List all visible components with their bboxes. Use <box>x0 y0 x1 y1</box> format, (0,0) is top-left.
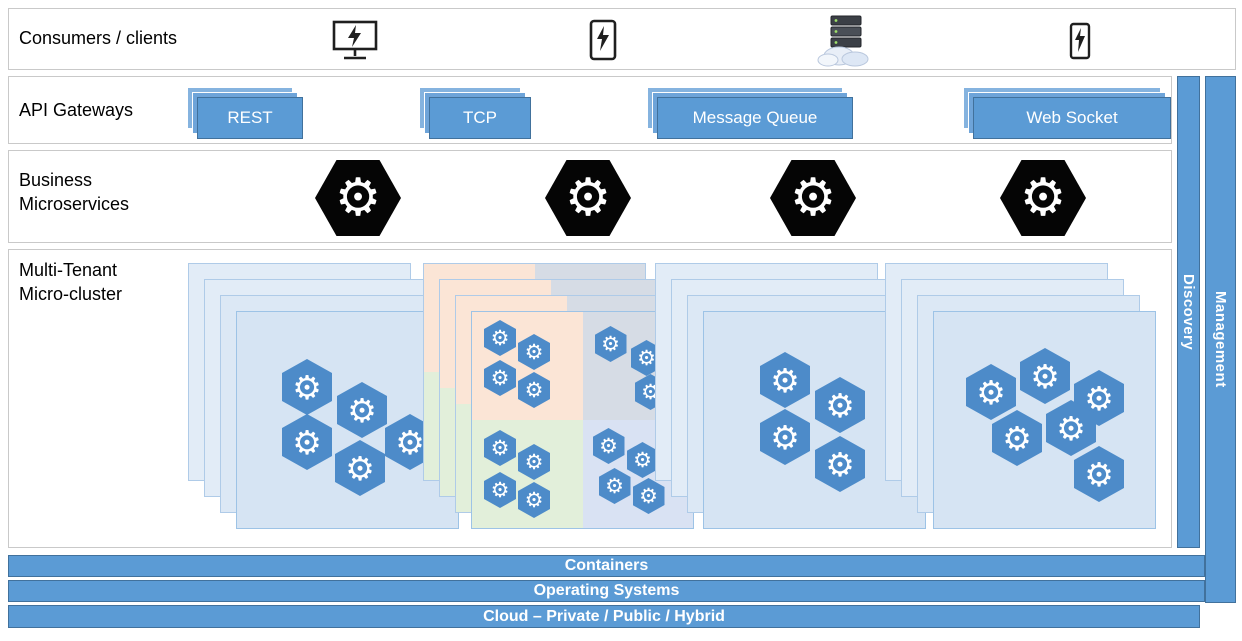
gear-hexagon-icon: ⚙ <box>1046 400 1096 456</box>
cluster-panel-d: ⚙ ⚙ ⚙ ⚙ ⚙ ⚙ <box>885 263 1156 529</box>
cluster-panel-a-front: ⚙ ⚙ ⚙ ⚙ ⚙ <box>236 311 459 529</box>
cluster-panel-d-front: ⚙ ⚙ ⚙ ⚙ ⚙ ⚙ <box>933 311 1156 529</box>
gear-hexagon-icon: ⚙ <box>484 360 516 396</box>
gear-hexagon-icon: ⚙ <box>282 414 332 470</box>
gear-hexagon-icon: ⚙ <box>1074 446 1124 502</box>
gear-hexagon-icon: ⚙ <box>484 472 516 508</box>
gear-hexagon-icon: ⚙ <box>518 482 550 518</box>
discovery-bar: Discovery <box>1177 76 1200 548</box>
gateway-tcp-label: TCP <box>429 97 531 139</box>
micro-cluster-row: Multi-Tenant Micro-cluster ⚙ ⚙ ⚙ ⚙ ⚙ <box>8 249 1172 548</box>
microservice-gear-icon: ⚙ <box>770 160 856 236</box>
gear-hexagon-icon: ⚙ <box>335 440 385 496</box>
operating-systems-bar: Operating Systems <box>8 580 1205 602</box>
consumers-label: Consumers / clients <box>19 28 178 48</box>
microservice-gear-icon: ⚙ <box>1000 160 1086 236</box>
gear-hexagon-icon: ⚙ <box>815 377 865 433</box>
microservice-gear-icon: ⚙ <box>315 160 401 236</box>
cluster-label-line2: Micro-cluster <box>19 284 123 304</box>
gear-hexagon-icon: ⚙ <box>518 334 550 370</box>
tablet-client-icon <box>589 19 617 66</box>
gateway-rest: REST <box>187 87 303 139</box>
gateway-rest-label: REST <box>197 97 303 139</box>
gear-hexagon-icon: ⚙ <box>282 359 332 415</box>
api-gateways-label: API Gateways <box>19 100 134 120</box>
api-gateways-row: API Gateways REST TCP Message Queue Web … <box>8 76 1172 144</box>
management-bar: Management <box>1205 76 1236 603</box>
gear-hexagon-icon: ⚙ <box>760 409 810 465</box>
containers-bar: Containers <box>8 555 1205 577</box>
cluster-label-line1: Multi-Tenant <box>19 260 118 280</box>
gear-hexagon-icon: ⚙ <box>1020 348 1070 404</box>
gateway-tcp: TCP <box>419 87 531 139</box>
gear-hexagon-icon: ⚙ <box>518 372 550 408</box>
gateway-web-socket-label: Web Socket <box>973 97 1171 139</box>
gear-hexagon-icon: ⚙ <box>966 364 1016 420</box>
desktop-client-icon <box>331 20 379 67</box>
gear-hexagon-icon: ⚙ <box>592 428 625 464</box>
cloud-bar: Cloud – Private / Public / Hybrid <box>8 605 1200 628</box>
business-label-line1: Business <box>19 170 93 190</box>
tenant-quadrant-green: ⚙ ⚙ ⚙ ⚙ <box>472 420 583 528</box>
gear-hexagon-icon: ⚙ <box>518 444 550 480</box>
gear-hexagon-icon: ⚙ <box>484 320 516 356</box>
gear-hexagon-icon: ⚙ <box>594 326 627 362</box>
gear-hexagon-icon: ⚙ <box>598 468 631 504</box>
gateway-message-queue-label: Message Queue <box>657 97 853 139</box>
gear-hexagon-icon: ⚙ <box>484 430 516 466</box>
server-client-icon <box>815 14 873 73</box>
business-microservices-row: Business Microservices ⚙ ⚙ ⚙ ⚙ <box>8 150 1172 243</box>
gear-hexagon-icon: ⚙ <box>815 436 865 492</box>
tenant-quadrant-orange: ⚙ ⚙ ⚙ ⚙ <box>472 312 583 420</box>
mobile-client-icon <box>1069 22 1091 65</box>
gear-hexagon-icon: ⚙ <box>337 382 387 438</box>
gear-hexagon-icon: ⚙ <box>626 442 659 478</box>
microservice-gear-icon: ⚙ <box>545 160 631 236</box>
gateway-web-socket: Web Socket <box>963 87 1171 139</box>
gear-hexagon-icon: ⚙ <box>760 352 810 408</box>
gear-hexagon-icon: ⚙ <box>992 410 1042 466</box>
business-label-line2: Microservices <box>19 194 130 214</box>
gear-hexagon-icon: ⚙ <box>632 478 665 514</box>
consumers-row: Consumers / clients <box>8 8 1236 70</box>
cluster-panel-a: ⚙ ⚙ ⚙ ⚙ ⚙ <box>188 263 459 529</box>
gateway-message-queue: Message Queue <box>647 87 853 139</box>
